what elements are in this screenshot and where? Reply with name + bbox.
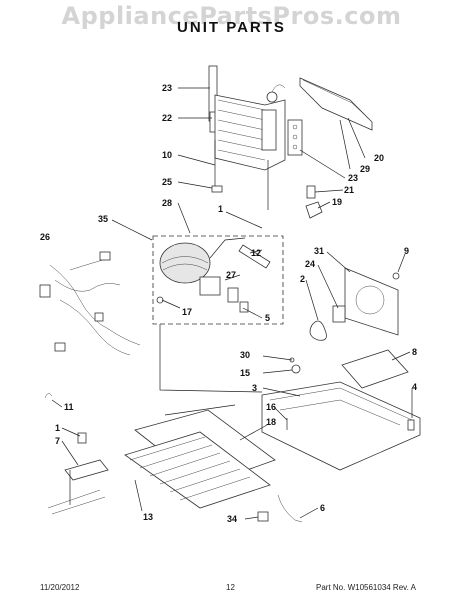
relay-parts <box>287 119 323 219</box>
condenser-assembly <box>208 65 286 210</box>
bracket-20 <box>299 77 373 131</box>
wire-harness <box>39 251 141 356</box>
callout-11: 11 <box>64 402 74 412</box>
callout-29: 29 <box>360 164 370 174</box>
callout-23b: 23 <box>348 173 358 183</box>
callout-35: 35 <box>98 214 108 224</box>
callout-30: 30 <box>240 350 250 360</box>
callout-1b: 1 <box>55 423 60 433</box>
compressor-group <box>152 235 284 325</box>
watermark-text: AppliancePartsPros.com <box>61 2 402 30</box>
callout-16: 16 <box>266 402 276 412</box>
callout-2: 2 <box>300 274 305 284</box>
callout-9: 9 <box>404 246 409 256</box>
callout-23a: 23 <box>162 83 172 93</box>
callout-labels: 23 22 10 25 28 1 35 26 27 12 17 5 20 29 … <box>40 83 417 524</box>
callout-28: 28 <box>162 198 172 208</box>
left-small-parts <box>44 393 109 515</box>
callout-27: 27 <box>226 270 236 280</box>
callout-8: 8 <box>412 347 417 357</box>
footer-date: 11/20/2012 <box>40 583 80 592</box>
callout-4: 4 <box>412 382 417 392</box>
callout-13: 13 <box>143 512 153 522</box>
callout-25: 25 <box>162 177 172 187</box>
diagram-title: UNIT PARTS <box>177 19 286 36</box>
callout-6: 6 <box>320 503 325 513</box>
callout-3: 3 <box>252 383 257 393</box>
footer-page-number: 12 <box>226 583 235 592</box>
callout-22: 22 <box>162 113 172 123</box>
callout-26: 26 <box>40 232 50 242</box>
callout-15: 15 <box>240 368 250 378</box>
callout-1a: 1 <box>218 204 223 214</box>
footer-part-number: Part No. W10561034 Rev. A <box>316 583 416 592</box>
fan-assembly <box>309 267 400 341</box>
callout-18: 18 <box>266 417 276 427</box>
callout-20: 20 <box>374 153 384 163</box>
callout-31: 31 <box>314 246 324 256</box>
evaporator-assembly <box>124 404 288 509</box>
callout-10: 10 <box>162 150 172 160</box>
callout-34: 34 <box>227 514 237 524</box>
callout-21: 21 <box>344 185 354 195</box>
callout-7: 7 <box>55 436 60 446</box>
callout-24: 24 <box>305 259 315 269</box>
callout-12: 12 <box>251 248 261 258</box>
callout-19: 19 <box>332 197 342 207</box>
callout-17: 17 <box>182 307 192 317</box>
callout-5: 5 <box>265 313 270 323</box>
bottom-parts <box>257 494 303 523</box>
leader-lines <box>51 87 413 520</box>
base-pan <box>159 324 421 471</box>
